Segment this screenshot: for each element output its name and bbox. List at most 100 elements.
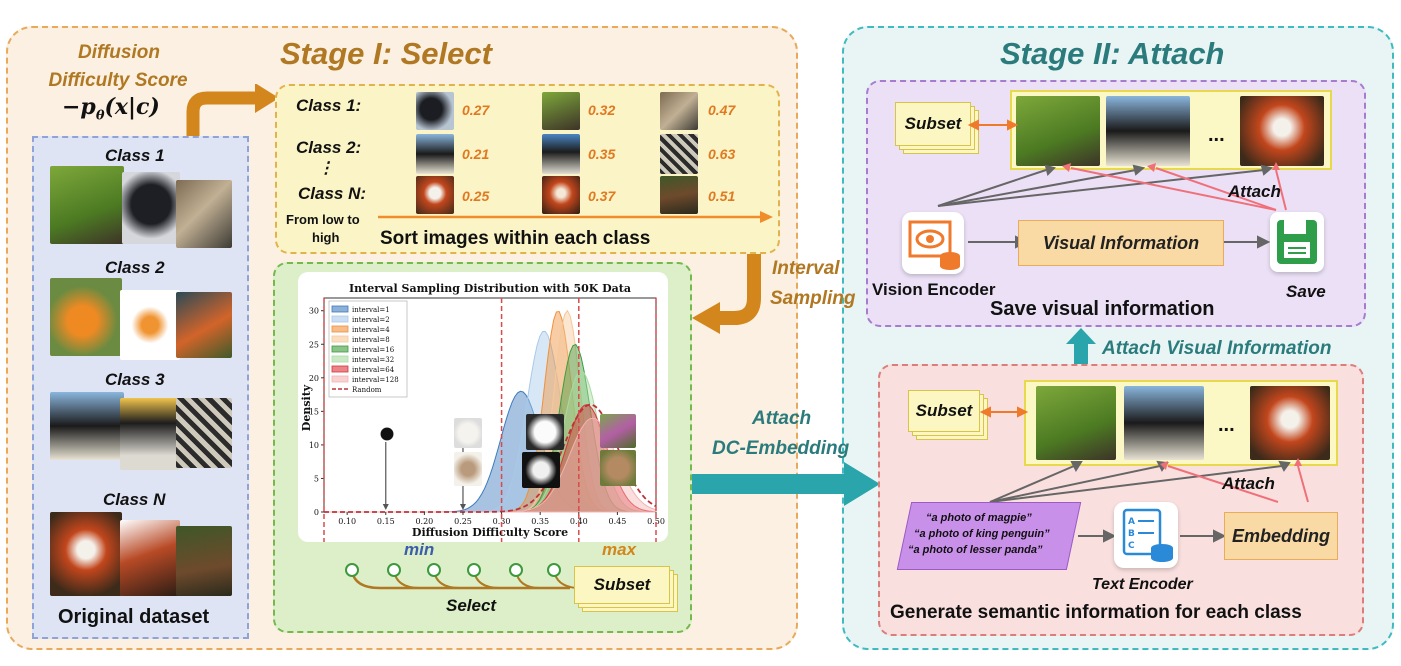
- chart-legend-swatch: [331, 345, 349, 353]
- vision-encoder-icon: [902, 212, 964, 274]
- magpie-image: [122, 172, 180, 244]
- interval-sampling-arrow: [692, 254, 761, 334]
- save-icon: [1270, 212, 1324, 272]
- from-low-label: From low to: [286, 212, 360, 227]
- chart-x-tick-label: 0.45: [608, 517, 626, 526]
- sorted-image: [416, 134, 454, 174]
- chart-y-tick-label: 0: [314, 508, 319, 517]
- score-label-line1: Diffusion: [78, 42, 160, 63]
- attach-visual-label: Attach Visual Information: [1102, 338, 1332, 359]
- score-formula: −pθ(x|c): [62, 94, 160, 124]
- chart-legend-label: interval=64: [352, 366, 395, 374]
- semantic-ellipsis: ...: [1218, 414, 1235, 436]
- chart-y-tick-label: 10: [309, 441, 319, 450]
- red-panda-image: [120, 520, 180, 596]
- chart-series-line: [324, 403, 657, 513]
- score-value: 0.32: [588, 102, 616, 118]
- chart-thumbnail: [454, 452, 482, 486]
- magpie-image: [1016, 96, 1100, 166]
- chart-x-tick-label: 0.25: [454, 517, 472, 526]
- embedding-box: Embedding: [1224, 512, 1338, 560]
- sorted-image: [660, 176, 698, 214]
- chart-x-tick-label: 0.40: [570, 517, 588, 526]
- score-to-sort-arrow: [186, 84, 279, 136]
- score-value: 0.35: [588, 146, 616, 162]
- dataset-class-2: Class 2: [105, 258, 165, 277]
- sort-row-n-label: Class N:: [298, 184, 367, 203]
- stage1-title: Stage I: Select: [280, 36, 492, 71]
- interval-label-line1: Interval: [772, 258, 840, 279]
- visual-attach-label: Attach: [1228, 182, 1281, 201]
- visual-caption: Save visual information: [990, 298, 1215, 320]
- dataset-class-n: Class N: [103, 490, 166, 509]
- red-panda-image: [176, 526, 232, 596]
- chart-thumbnail: [522, 452, 560, 488]
- score-value: 0.51: [708, 188, 736, 204]
- prompt-text: “a photo of magpie”: [926, 512, 1032, 524]
- chart-y-tick-label: 30: [309, 307, 319, 316]
- chart-legend-swatch: [331, 325, 349, 333]
- stage2-title: Stage II: Attach: [1000, 36, 1225, 71]
- penguin-image: [1106, 96, 1190, 166]
- svg-text:B: B: [1128, 529, 1135, 539]
- chart-y-label: Density: [300, 384, 313, 431]
- chart-legend-label: Random: [352, 386, 382, 394]
- sort-ellipsis: ⋮: [318, 160, 334, 177]
- original-dataset-label: Original dataset: [58, 606, 210, 628]
- prompt-text: “a photo of king penguin”: [914, 528, 1050, 540]
- semantic-connectors: [979, 406, 1309, 543]
- chart-legend-label: interval=32: [352, 356, 394, 364]
- attach-dc-line1: Attach: [752, 408, 812, 429]
- score-value: 0.37: [588, 188, 616, 204]
- select-chain: [345, 563, 577, 590]
- score-value: 0.63: [708, 146, 736, 162]
- chart-thumbnail: [600, 414, 636, 448]
- sorted-image: [542, 176, 580, 214]
- semantic-subset: Subset: [908, 390, 980, 432]
- sorted-image: [416, 176, 454, 214]
- chart-y-tick-label: 15: [309, 407, 319, 416]
- sort-row-1-label: Class 1:: [296, 96, 362, 115]
- chart-thumbnail: [526, 414, 564, 450]
- visual-information-box: Visual Information: [1018, 220, 1224, 266]
- score-label-line2: Difficulty Score: [48, 70, 188, 91]
- text-encoder-icon: A B C: [1114, 502, 1178, 568]
- sort-row-2-label: Class 2:: [296, 138, 362, 157]
- high-label: high: [312, 230, 340, 245]
- sorted-image: [542, 92, 580, 130]
- magpie-image: [50, 166, 124, 244]
- red-panda-image: [50, 512, 122, 596]
- sorted-image: [416, 92, 454, 130]
- semantic-attach-label: Attach: [1222, 474, 1275, 493]
- red-panda-image: [1240, 96, 1324, 166]
- sorted-image: [660, 92, 698, 130]
- magpie-image: [1036, 386, 1116, 460]
- score-value: 0.27: [462, 102, 490, 118]
- chart-legend-swatch: [331, 365, 349, 373]
- sorted-image: [542, 134, 580, 174]
- chart-legend-swatch: [331, 335, 349, 343]
- goldfish-image: [176, 292, 232, 358]
- vision-encoder-label: Vision Encoder: [872, 280, 996, 299]
- low-to-high-arrow: [378, 211, 773, 223]
- sorted-image: [660, 134, 698, 174]
- chart-pointer-head: [459, 504, 466, 510]
- chart-pointer-head: [382, 504, 389, 510]
- chart-x-tick-label: 0.10: [338, 517, 356, 526]
- select-label: Select: [446, 596, 497, 615]
- interval-sampling-chart: Interval Sampling Distribution with 50K …: [300, 282, 665, 542]
- min-label: min: [404, 540, 435, 559]
- chart-legend-label: interval=1: [352, 306, 390, 314]
- prompt-text: “a photo of lesser panda”: [908, 544, 1043, 556]
- chart-thumbnail: [376, 426, 398, 442]
- chart-thumbnail: [600, 450, 636, 486]
- goldfish-image: [120, 290, 180, 360]
- text-encoder-label: Text Encoder: [1092, 576, 1193, 593]
- chart-legend-swatch: [331, 375, 349, 383]
- select-subset: Subset: [574, 566, 670, 604]
- svg-text:C: C: [1128, 541, 1135, 551]
- max-label: max: [602, 540, 637, 559]
- chart-legend-label: interval=8: [352, 336, 390, 344]
- chart-title: Interval Sampling Distribution with 50K …: [349, 282, 631, 295]
- chart-legend-swatch: [331, 355, 349, 363]
